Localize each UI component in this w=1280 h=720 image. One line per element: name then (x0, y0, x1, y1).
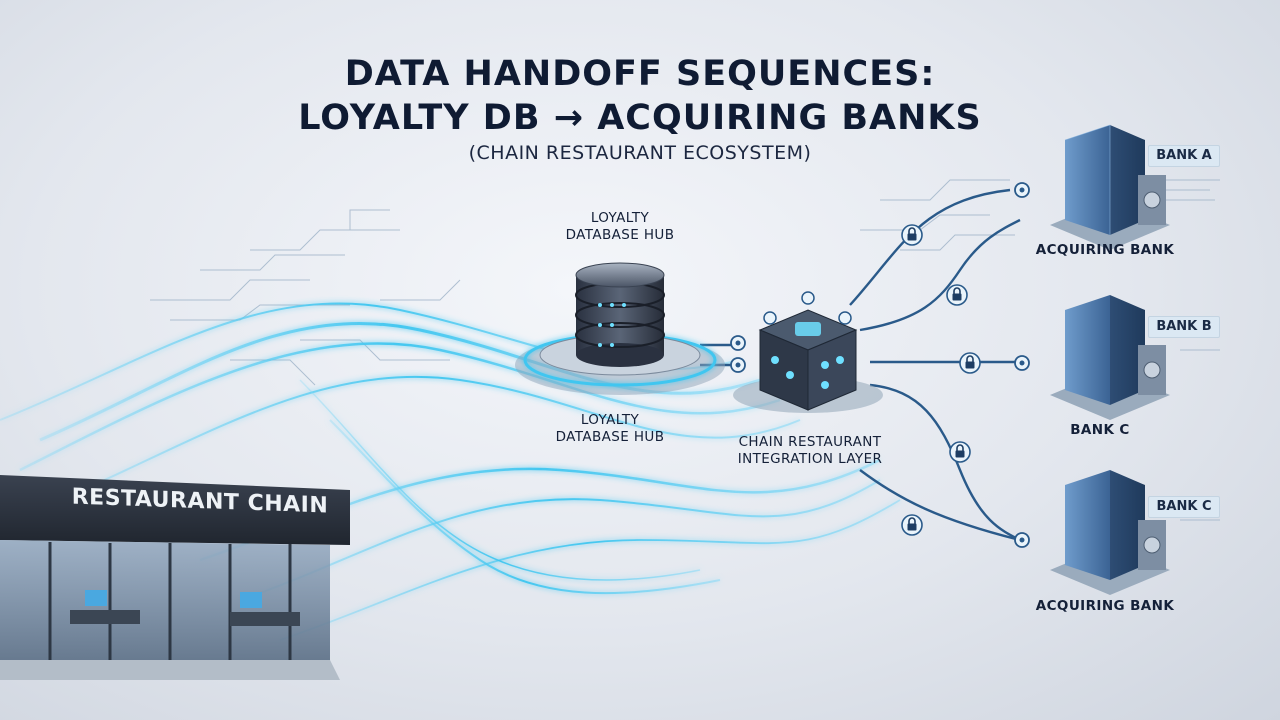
circuit-lines-left (150, 209, 461, 386)
bank-c-sublabel: ACQUIRING BANK (1035, 598, 1175, 614)
hub-label-bottom-line-1: LOYALTY (580, 412, 640, 428)
bank-a-sublabel: ACQUIRING BANK (1035, 242, 1175, 258)
circuit-lines-right (860, 179, 1220, 521)
bank-building-icon (1050, 124, 1170, 595)
restaurant-sign: RESTAURANT CHAIN (71, 484, 329, 519)
database-icon (515, 262, 725, 395)
bank-connectors (700, 188, 1021, 542)
hub-label-top-line-1: LOYALTY (590, 210, 650, 226)
restaurant-storefront-icon (0, 475, 350, 680)
bank-a-tag: BANK A (1148, 145, 1220, 167)
diagram-title-line-2: LOYALTY DB → ACQUIRING BANKS (298, 98, 982, 138)
hub-label-bottom-line-2: DATABASE HUB (555, 429, 665, 445)
hub-label-top-line-2: DATABASE HUB (565, 227, 675, 243)
bank-c-tag: BANK C (1148, 496, 1220, 518)
integration-label-line-1: CHAIN RESTAURANT (738, 434, 882, 450)
bank-b-tag: BANK B (1148, 316, 1220, 338)
diagram-subtitle: (CHAIN RESTAURANT ECOSYSTEM) (468, 142, 812, 164)
bank-b-sublabel: BANK C (1070, 422, 1130, 438)
hub-label-bottom: LOYALTY DATABASE HUB (510, 412, 710, 446)
title-block: DATA HANDOFF SEQUENCES: LOYALTY DB → ACQ… (0, 52, 1280, 164)
hub-label-top: LOYALTY DATABASE HUB (520, 210, 720, 244)
integration-layer-label: CHAIN RESTAURANT INTEGRATION LAYER (705, 434, 915, 468)
integration-label-line-2: INTEGRATION LAYER (737, 451, 883, 467)
integration-cube-icon (733, 291, 883, 413)
diagram-title-line-1: DATA HANDOFF SEQUENCES: (344, 54, 936, 94)
